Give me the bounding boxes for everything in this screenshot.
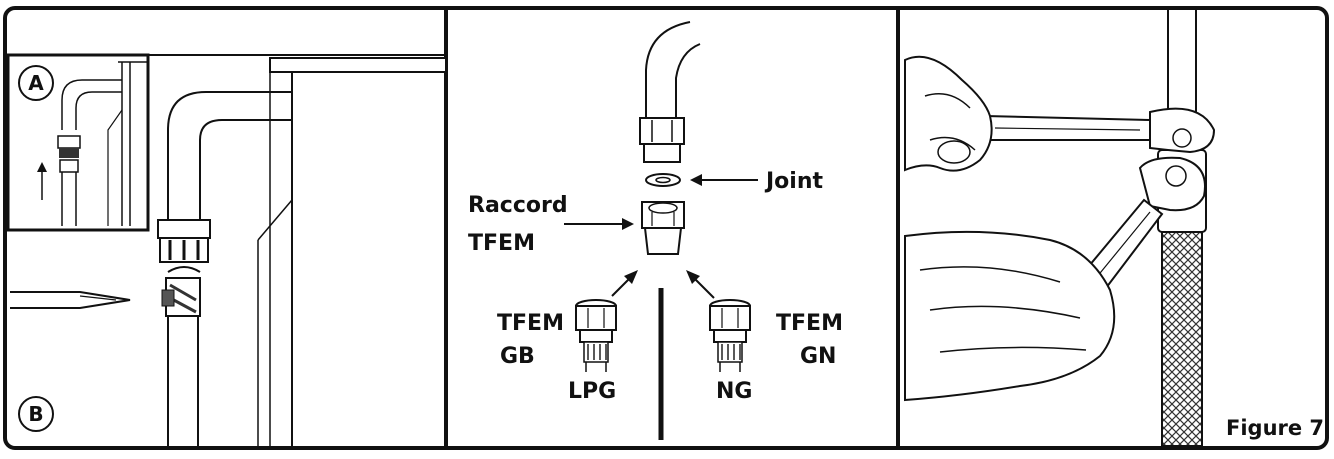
marker-a-circle [18, 65, 54, 101]
panel-right: Figure 7 [904, 10, 1324, 447]
fitting-label-line1: Raccord [468, 193, 568, 218]
panel-left: A B [6, 53, 447, 446]
gn-label-line1: TFEM [776, 311, 843, 336]
upper-hand [904, 55, 993, 172]
ng-label: NG [716, 379, 752, 404]
marker-b-label: B [28, 402, 43, 426]
lpg-label: LPG [568, 379, 616, 404]
lower-hand [904, 230, 1116, 402]
figure-label: Figure 7 [1226, 416, 1324, 440]
marker-a-label: A [28, 71, 44, 95]
gn-nut [709, 299, 751, 372]
gb-label-line2: GB [500, 344, 535, 369]
tfem-fitting [641, 201, 685, 255]
gb-label-line1: TFEM [497, 311, 564, 336]
lower-wrench [1082, 156, 1206, 290]
panel-middle: Joint Raccord TFEM TFEM GB LPG TFEM GN N… [468, 21, 843, 440]
fitting-label-line2: TFEM [468, 231, 535, 256]
gb-nut [575, 299, 617, 372]
joint-label: Joint [764, 169, 824, 194]
upper-wrench [984, 107, 1216, 154]
gn-label-line2: GN [800, 344, 836, 369]
braided-hose [1161, 229, 1203, 447]
marker-b-circle [18, 396, 54, 432]
